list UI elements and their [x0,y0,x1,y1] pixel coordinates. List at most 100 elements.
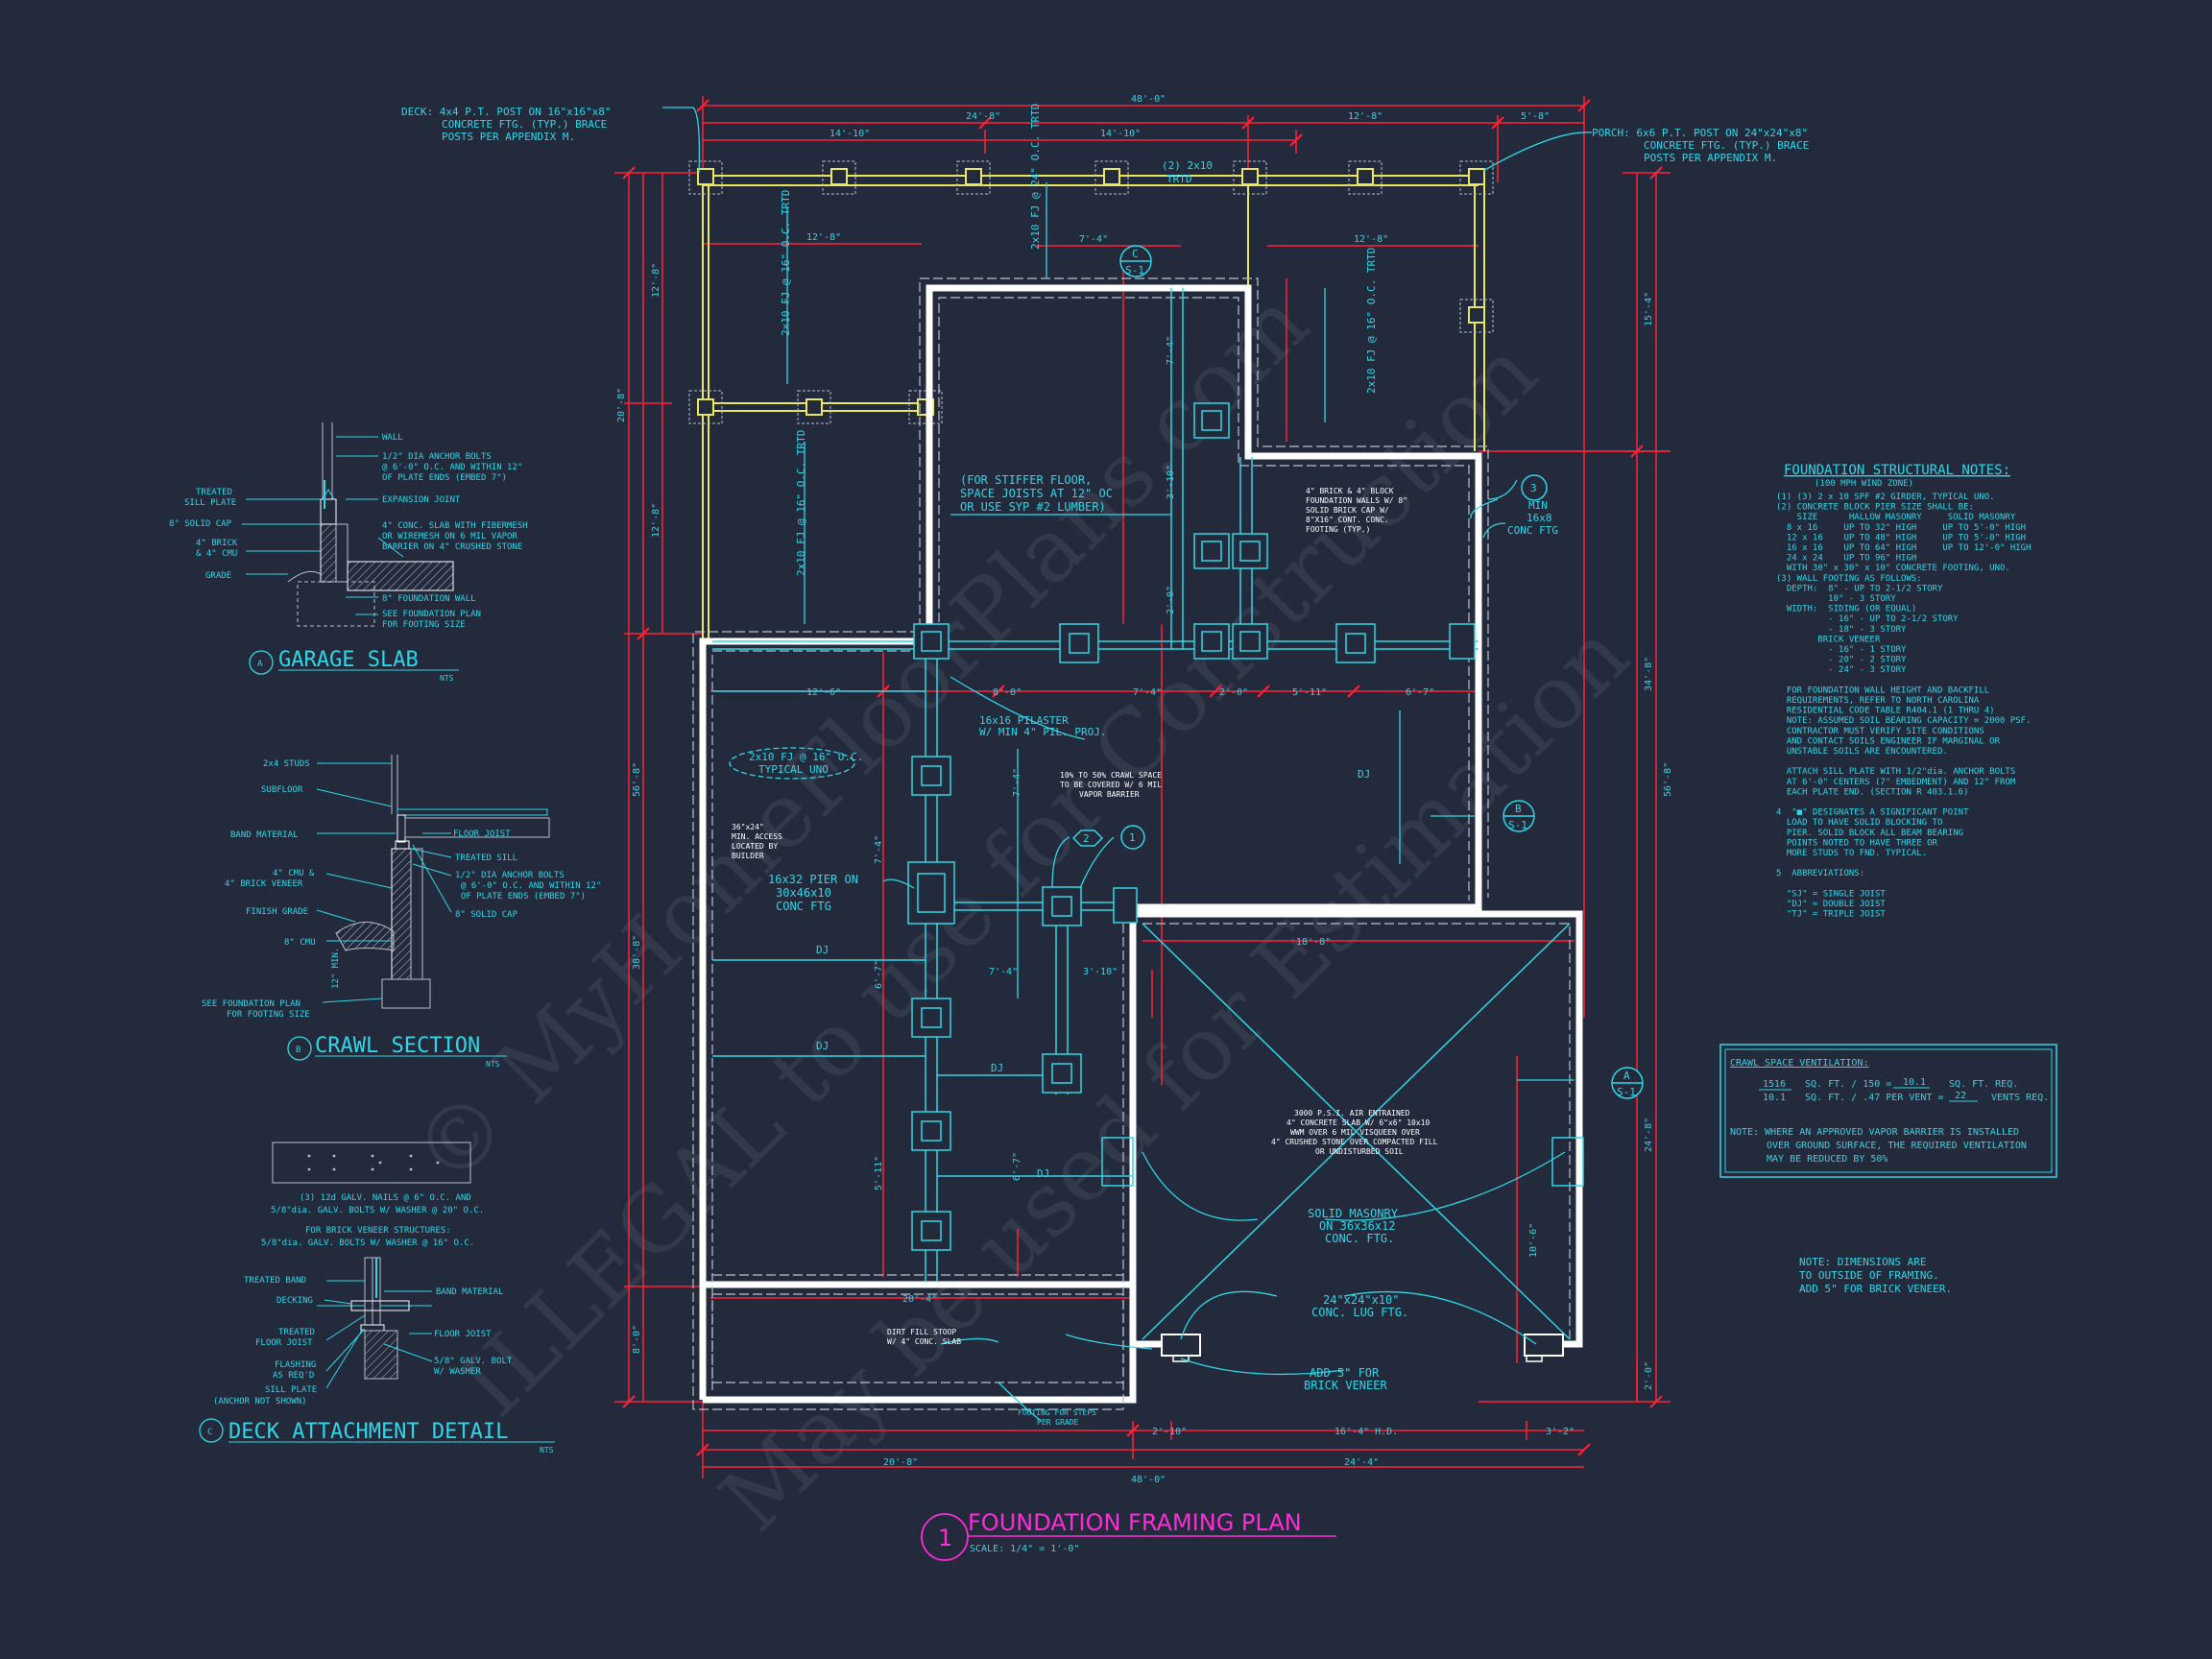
db-r-4: @ 6'-0" O.C. AND WITHIN 12" [461,881,601,891]
dc-top-1: (3) 12d GALV. NAILS @ 6" O.C. AND [300,1193,471,1203]
dc-l-1: TREATED BAND [244,1276,306,1286]
notes-heading: FOUNDATION STRUCTURAL NOTES: [1784,463,2010,478]
vent-note-3: MAY BE REDUCED BY 50% [1767,1154,1887,1165]
dim-top-overall: 48'-0" [1131,94,1166,105]
dj-3: DJ [991,1062,1003,1074]
db-r-3: 1/2" DIA ANCHOR BOLTS [455,871,565,880]
brick-block-3: SOLID BRICK CAP W/ [1306,506,1389,515]
vent-r2-b: SQ. FT. / .47 PER VENT = [1805,1093,1944,1103]
title-text: FOUNDATION FRAMING PLAN [968,1509,1302,1536]
sec-a-2: S-1 [1617,1086,1636,1098]
notes-line: - 20" - 2 STORY [1776,656,1907,665]
add5-1: ADD 5" FOR [1310,1366,1380,1380]
porch-callout-3: POSTS PER APPENDIX M. [1644,152,1777,164]
typical-1: 2x10 FJ @ 16" O.C. [749,751,863,763]
da-r-2: 1/2" DIA ANCHOR BOLTS [382,452,492,462]
fj-left-mid: 2x10 FJ @ 16" O.C. TRTD [795,430,807,576]
steps-1: FOOTING FOR STEPS [1018,1408,1096,1417]
dc-l-2: DECKING [276,1296,313,1306]
pier-square [1193,623,1230,660]
typical-2: TYPICAL UNO [758,763,829,776]
tag-1: 1 [1129,831,1136,844]
pier-square [907,861,955,925]
crawl-pct-3: VAPOR BARRIER [1079,790,1140,799]
dim-bottom-b: 24'-4" [1344,1457,1379,1468]
garage-slab-3: WWM OVER 6 MIL VISQUEEN OVER [1290,1128,1420,1137]
detail-garage-slab: WALL 1/2" DIA ANCHOR BOLTS @ 6'-0" O.C. … [169,422,528,683]
pier-square [911,998,951,1038]
db-l-8: SEE FOUNDATION PLAN [202,999,301,1009]
db-r-1: FLOOR JOIST [453,830,511,839]
notes-line: ATTACH SILL PLATE WITH 1/2"dia. ANCHOR B… [1776,767,2015,777]
solid-masonry-2: ON 36x36x12 [1319,1219,1395,1233]
dim-v-b: 3'-10" [1166,465,1176,499]
dim-row-f: 6'-7" [1406,687,1434,698]
da-l-5: & 4" CMU [196,549,237,559]
dim-top-a: 24'-8" [966,111,1000,122]
dim-v-d: 7'-4" [1012,768,1022,797]
vent-heading: CRAWL SPACE VENTILATION: [1730,1058,1869,1069]
da-title: GARAGE SLAB [278,648,419,672]
vent-r1-a: 1516 [1763,1079,1786,1090]
footing-outlines [692,277,1571,1410]
dim-bottom-d: 16'-4" H.D. [1334,1427,1398,1437]
notes-line: PIER. SOLID BLOCK ALL BEAM BEARING [1776,829,1963,838]
dim-note-3: ADD 5" FOR BRICK VENEER. [1799,1283,1952,1295]
lug-2: CONC. LUG FTG. [1311,1306,1408,1319]
notes-line: RESIDENTIAL CODE TABLE R404.1 (1 THRU 4) [1776,707,1995,716]
notes-line: 8 x 16 UP TO 32" HIGH UP TO 5'-0" HIGH [1776,523,2026,533]
dim-v-f: 6'-7" [874,960,884,989]
da-tag: A [257,660,263,669]
deck-posts [697,168,1485,416]
notes-line: - 24" - 3 STORY [1776,665,1907,675]
dim-deck-c: 12'-8" [1354,234,1388,245]
dim-right-overall: 56'-8" [1663,762,1673,797]
min-ftg-3: CONC FTG [1507,524,1558,537]
da-r-9: 8" FOUNDATION WALL [382,594,476,604]
vent-note-1: NOTE: WHERE AN APPROVED VAPOR BARRIER IS… [1730,1127,2019,1138]
notes-line: SIZE HALLOW MASONRY SOLID MASONRY [1776,513,2016,522]
add5-2: BRICK VENEER [1304,1379,1387,1392]
dimension-text: 48'-0" 24'-8" 12'-8" 5'-8" 14'-10" 14'-1… [616,94,1673,1485]
dc-top-4: 5/8"dia. GALV. BOLTS W/ WASHER @ 16" O.C… [261,1238,474,1248]
detail-crawl-section: 2x4 STUDS SUBFLOOR BAND MATERIAL 4" CMU … [202,755,601,1069]
notes-line: 10" - 3 STORY [1776,594,1896,604]
brick-block-1: 4" BRICK & 4" BLOCK [1306,487,1394,495]
dc-l-5: FLASHING [275,1360,316,1370]
dim-v-e: 7'-4" [874,835,884,864]
pier-square [1042,1053,1082,1094]
da-r-11: FOR FOOTING SIZE [382,620,466,630]
fj-mid-top: 2x10 FJ @ 24" O.C. TRTD [1029,104,1042,250]
notes-line: POINTS NOTED TO HAVE THREE OR [1776,838,1938,848]
notes-line: FOR FOUNDATION WALL HEIGHT AND BACKFILL [1776,685,1989,695]
vent-r1-b: SQ. FT. / 150 = [1805,1079,1891,1090]
dc-r-4: W/ WASHER [434,1367,481,1377]
dc-top-2: 5/8"dia. GALV. BOLTS W/ WASHER @ 20" O.C… [271,1206,484,1215]
dim-left-c: 12'-8" [651,263,661,298]
notes-line: REQUIREMENTS, REFER TO NORTH CAROLINA [1776,696,1980,706]
plan-title: 1 FOUNDATION FRAMING PLAN SCALE: 1/4" = … [921,1509,1336,1561]
pier-square [1449,623,1476,660]
leaders [662,107,1593,1422]
notes-line: 12 x 16 UP TO 48" HIGH UP TO 5'-0" HIGH [1776,533,2026,542]
post-footings [688,160,1494,424]
dimension-note: NOTE: DIMENSIONS ARE TO OUTSIDE OF FRAMI… [1799,1256,1952,1295]
dc-r-3: 5/8" GALV. BOLT [434,1357,513,1366]
vent-r2-a: 10.1 [1763,1093,1786,1103]
pier-square [1335,623,1376,663]
dim-left-e: 8'-0" [632,1325,642,1354]
brick-block-4: 8"X16" CONT. CONC. [1306,516,1389,524]
notes-line: 4 "■" DESIGNATES A SIGNIFICANT POINT [1776,808,1969,818]
da-l-4: 4" BRICK [196,539,238,548]
db-title: CRAWL SECTION [315,1034,480,1058]
db-l-2: SUBFLOOR [261,785,303,795]
title-circle [921,1513,969,1561]
notes-line: - 16" - UP TO 2-1/2 STORY [1776,614,1959,624]
dim-row-b: 8'-0" [993,687,1022,698]
db-l-9: FOR FOOTING SIZE [227,1010,310,1020]
dim-deck-a: 12'-8" [806,232,841,243]
pier-square [1193,533,1230,569]
tag-2: 2 [1083,832,1090,845]
structural-notes: FOUNDATION STRUCTURAL NOTES: (100 MPH WI… [1776,463,2032,920]
